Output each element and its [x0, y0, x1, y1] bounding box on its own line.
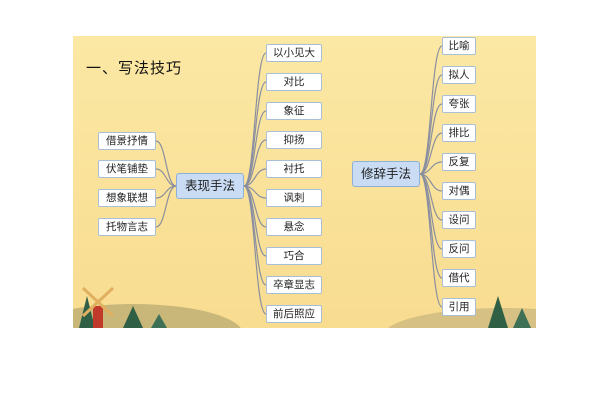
main-node-expression-techniques[interactable]: 表现手法 — [176, 173, 244, 199]
hill-back — [73, 304, 241, 328]
windmill-blade-1 — [81, 286, 100, 304]
node-rhetoric-item[interactable]: 反问 — [442, 240, 476, 258]
node-rhetoric-item[interactable]: 排比 — [442, 124, 476, 142]
tree-3 — [151, 314, 167, 328]
windmill-blade-4 — [96, 300, 115, 318]
landscape-decoration — [73, 286, 536, 328]
connector-technique-3 — [243, 139, 267, 187]
node-rhetoric-item[interactable]: 借代 — [442, 269, 476, 287]
node-technique-item[interactable]: 象征 — [266, 102, 322, 120]
node-technique-item[interactable]: 讽刺 — [266, 189, 322, 207]
node-left-item[interactable]: 托物言志 — [98, 218, 156, 236]
node-technique-item[interactable]: 衬托 — [266, 160, 322, 178]
slide-title: 一、写法技巧 — [86, 59, 183, 77]
node-left-item[interactable]: 伏笔铺垫 — [98, 160, 156, 178]
connector-technique-9 — [243, 185, 267, 315]
connector-rhetoric-3 — [419, 132, 443, 175]
connector-rhetoric-9 — [419, 173, 443, 308]
node-rhetoric-item[interactable]: 比喻 — [442, 37, 476, 55]
connector-left-3 — [155, 185, 177, 228]
node-technique-item[interactable]: 对比 — [266, 73, 322, 91]
node-rhetoric-item[interactable]: 拟人 — [442, 66, 476, 84]
connector-rhetoric-0 — [419, 45, 443, 175]
connector-technique-0 — [243, 52, 267, 187]
node-technique-item[interactable]: 以小见大 — [266, 44, 322, 62]
windmill-blade-2 — [96, 286, 115, 304]
node-rhetoric-item[interactable]: 夸张 — [442, 95, 476, 113]
node-left-item[interactable]: 借景抒情 — [98, 132, 156, 150]
node-technique-item[interactable]: 悬念 — [266, 218, 322, 236]
windmill-blade-3 — [81, 300, 100, 318]
node-rhetoric-item[interactable]: 设问 — [442, 211, 476, 229]
connector-technique-4 — [243, 168, 267, 187]
connector-technique-8 — [243, 185, 267, 286]
node-left-item[interactable]: 想象联想 — [98, 189, 156, 207]
connector-rhetoric-8 — [419, 173, 443, 279]
node-technique-item[interactable]: 巧合 — [266, 247, 322, 265]
tree-4 — [488, 296, 508, 328]
tree-2 — [123, 306, 143, 328]
node-technique-item[interactable]: 前后照应 — [266, 305, 322, 323]
tree-5 — [513, 308, 531, 328]
windmill-tower — [93, 306, 103, 328]
node-rhetoric-item[interactable]: 引用 — [442, 298, 476, 316]
node-rhetoric-item[interactable]: 反复 — [442, 153, 476, 171]
connector-technique-1 — [243, 81, 267, 187]
node-technique-item[interactable]: 卒章显志 — [266, 276, 322, 294]
connector-left-0 — [155, 140, 177, 187]
connector-rhetoric-1 — [419, 74, 443, 175]
connector-rhetoric-4 — [419, 161, 443, 175]
node-technique-item[interactable]: 抑扬 — [266, 131, 322, 149]
connector-left-1 — [155, 168, 177, 187]
main-node-rhetoric-techniques[interactable]: 修辞手法 — [352, 161, 420, 187]
node-rhetoric-item[interactable]: 对偶 — [442, 182, 476, 200]
